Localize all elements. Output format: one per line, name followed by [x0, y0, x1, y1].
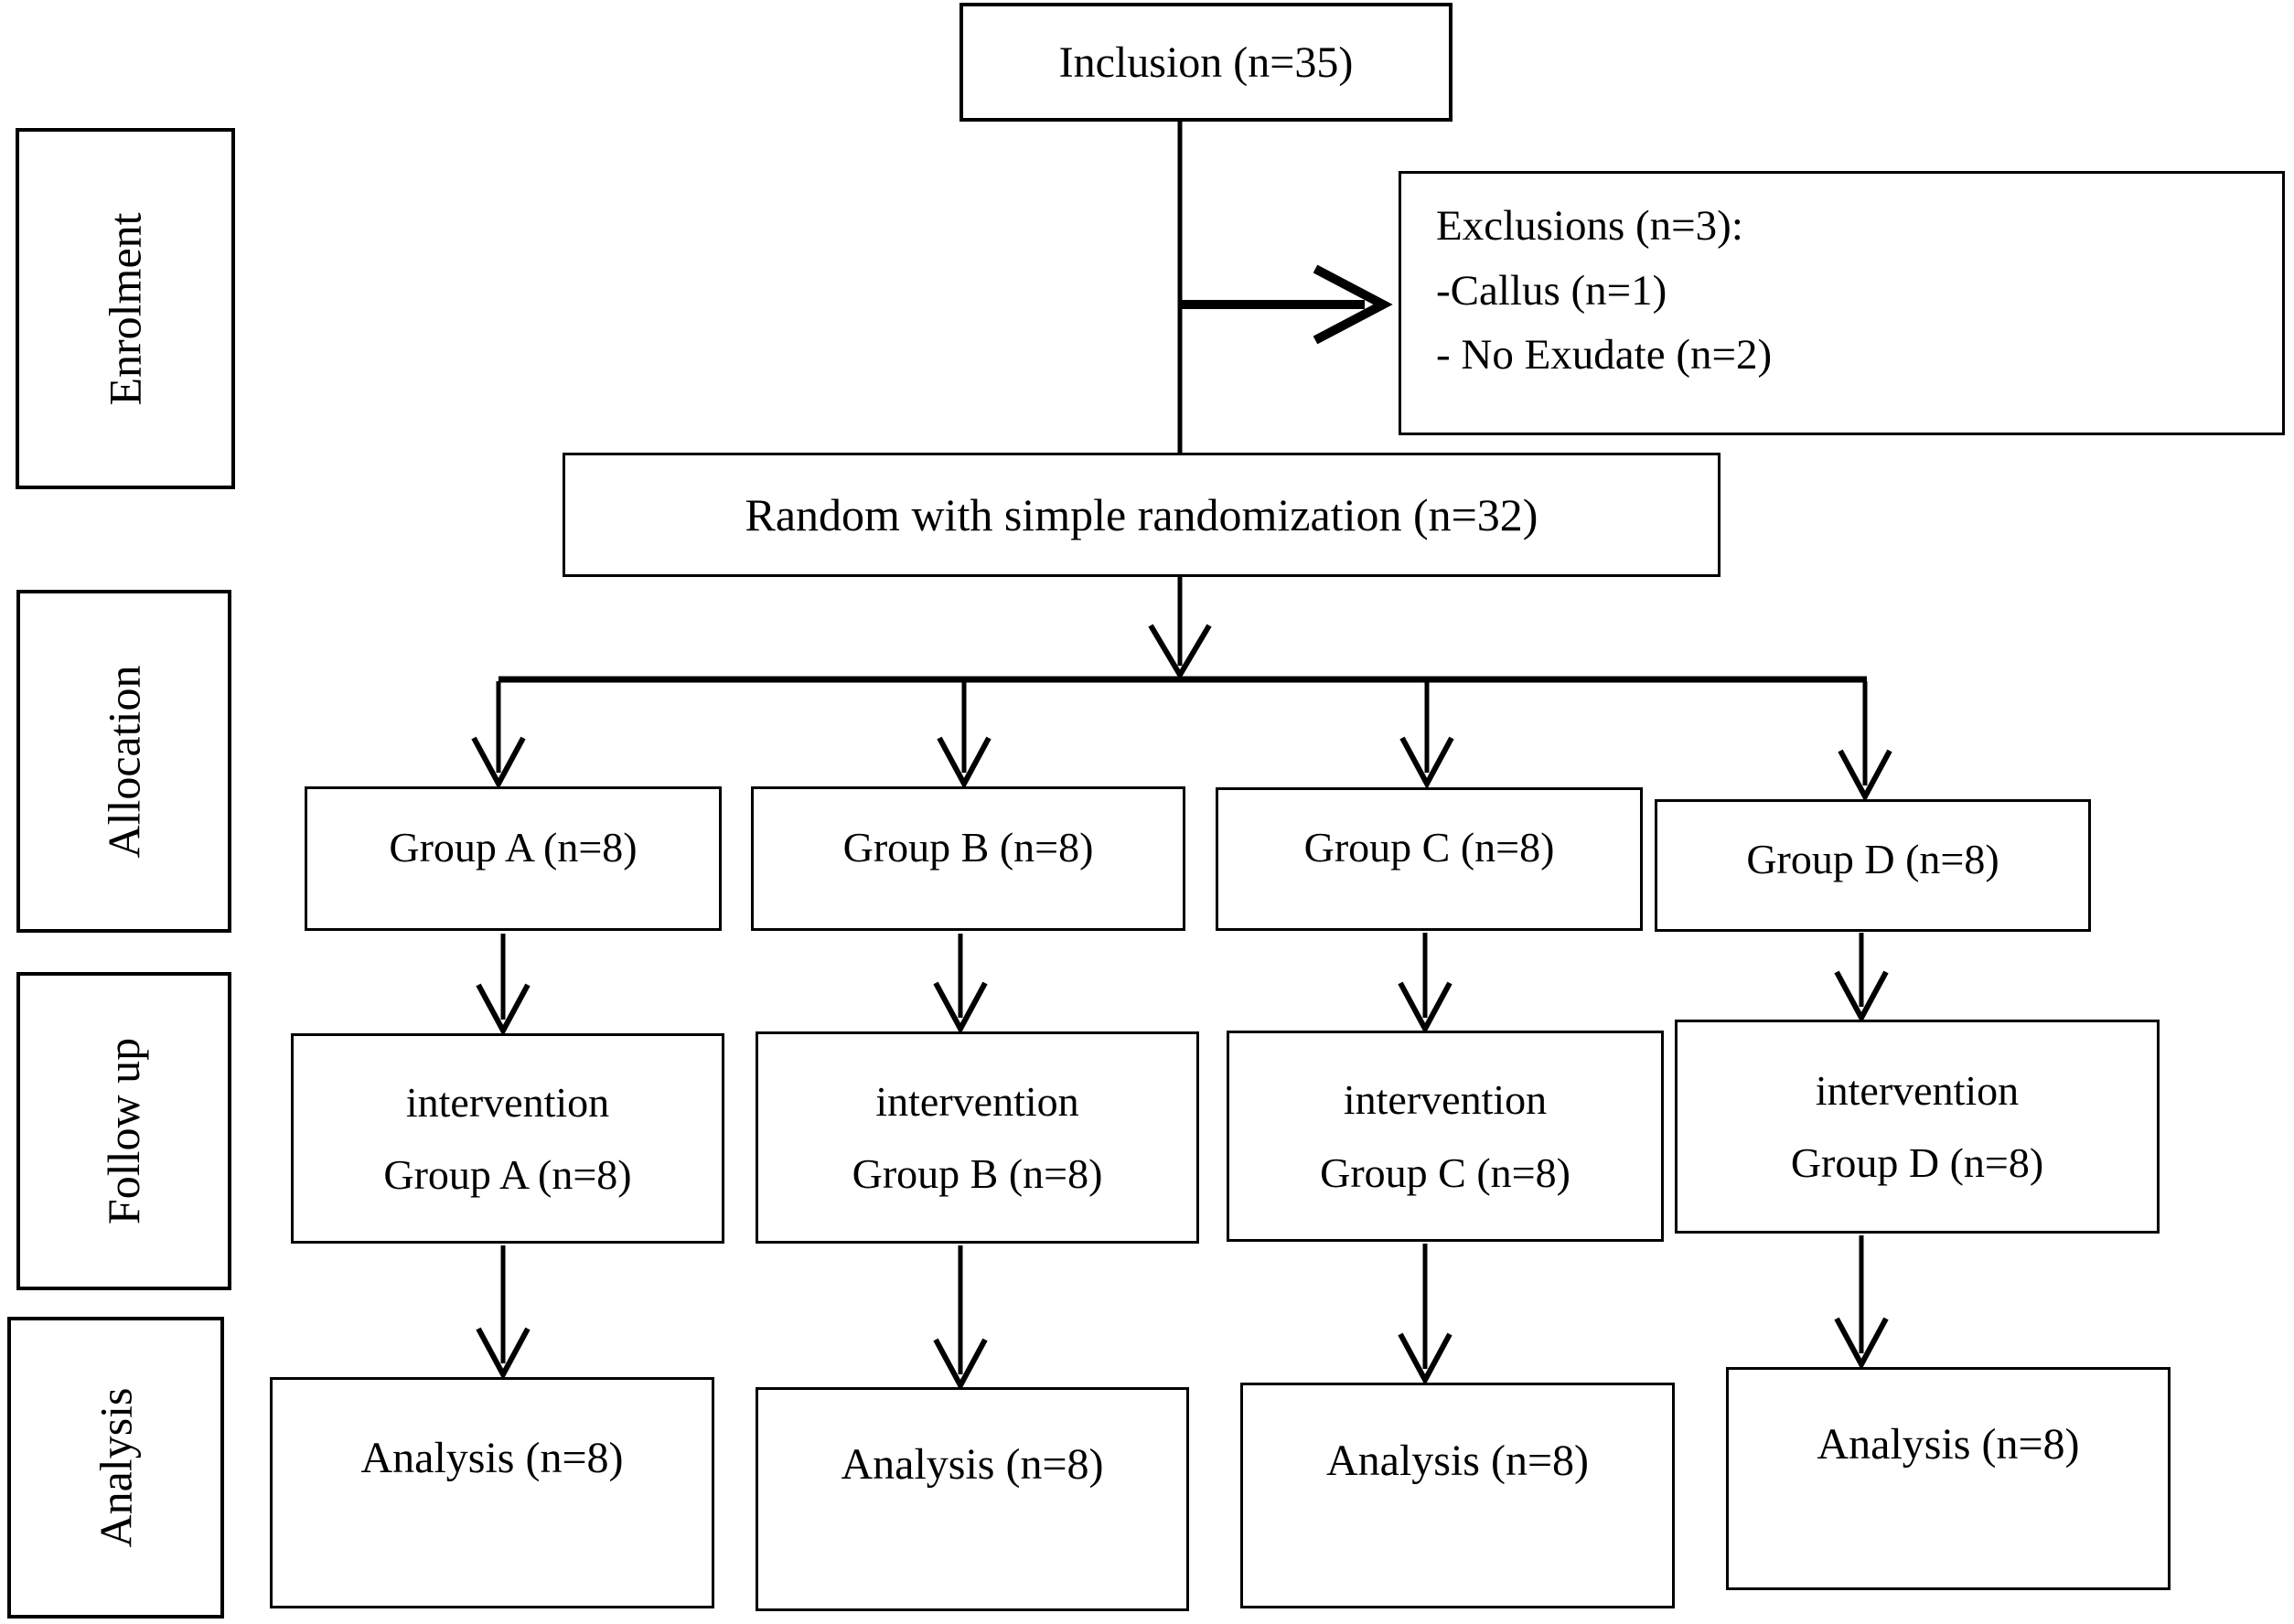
exclusions-title: Exclusions (n=3): — [1436, 202, 1743, 250]
exclusions-text: Exclusions (n=3): -Callus (n=1) - No Exu… — [1436, 194, 1772, 388]
arrow-int-d-to-ana-head — [1834, 1317, 1889, 1371]
analysis-b-label: Analysis (n=8) — [841, 1440, 1104, 1489]
stage-label-analysis-text: Analysis — [90, 1387, 142, 1548]
analysis-b-box: Analysis (n=8) — [756, 1387, 1189, 1611]
stage-label-followup-text: Follow up — [98, 1037, 150, 1225]
intervention-d-line1: intervention — [1815, 1066, 2020, 1114]
group-a-box: Group A (n=8) — [305, 786, 722, 931]
arrow-to-group-d-head — [1838, 749, 1892, 803]
exclusions-item-no-exudate: - No Exudate (n=2) — [1436, 331, 1773, 379]
stage-label-followup: Follow up — [16, 972, 231, 1290]
intervention-c-line2: Group C (n=8) — [1320, 1149, 1570, 1196]
inclusion-label: Inclusion (n=35) — [1058, 37, 1354, 87]
stage-label-enrolment: Enrolment — [16, 128, 235, 489]
analysis-a-label: Analysis (n=8) — [360, 1434, 624, 1482]
group-d-box: Group D (n=8) — [1655, 799, 2091, 932]
randomization-label: Random with simple randomization (n=32) — [745, 489, 1538, 540]
group-c-label: Group C (n=8) — [1303, 824, 1555, 871]
analysis-c-box: Analysis (n=8) — [1240, 1383, 1675, 1608]
intervention-b-line1: intervention — [875, 1077, 1079, 1125]
group-b-label: Group B (n=8) — [842, 823, 1094, 871]
intervention-b-line2: Group B (n=8) — [852, 1150, 1103, 1197]
arrow-group-b-to-int-head — [933, 981, 988, 1035]
arrow-randomization-head — [1148, 624, 1212, 680]
arrow-int-c-to-ana-head — [1398, 1332, 1453, 1386]
stage-label-allocation: Allocation — [16, 590, 231, 933]
intervention-a-box: intervention Group A (n=8) — [291, 1033, 724, 1244]
stage-label-allocation-text: Allocation — [98, 664, 150, 859]
intervention-a-line2: Group A (n=8) — [383, 1151, 632, 1198]
group-a-label: Group A (n=8) — [389, 823, 638, 871]
intervention-c-line1: intervention — [1343, 1076, 1548, 1124]
arrow-int-a-to-ana-head — [476, 1327, 531, 1381]
arrow-to-group-a-head — [471, 736, 526, 790]
arrow-group-c-to-int-head — [1398, 981, 1453, 1035]
analysis-c-label: Analysis (n=8) — [1325, 1437, 1590, 1485]
analysis-d-label: Analysis (n=8) — [1817, 1419, 2080, 1469]
randomization-box: Random with simple randomization (n=32) — [563, 453, 1720, 577]
arrow-exclusions-head — [1313, 264, 1393, 345]
arrow-int-b-to-ana-head — [933, 1338, 988, 1392]
inclusion-box: Inclusion (n=35) — [959, 3, 1453, 122]
analysis-d-box: Analysis (n=8) — [1726, 1367, 2171, 1590]
exclusions-item-callus: -Callus (n=1) — [1436, 266, 1667, 315]
arrow-to-group-b-head — [937, 736, 992, 790]
arrow-group-a-to-int-head — [476, 983, 531, 1037]
group-c-box: Group C (n=8) — [1216, 787, 1643, 931]
group-d-label: Group D (n=8) — [1746, 836, 1999, 882]
stage-label-analysis: Analysis — [7, 1317, 224, 1619]
arrow-group-d-to-int-head — [1834, 970, 1889, 1024]
stage-label-enrolment-text: Enrolment — [100, 211, 151, 406]
intervention-d-line2: Group D (n=8) — [1790, 1139, 2044, 1186]
arrow-to-group-c-head — [1399, 736, 1454, 790]
group-b-box: Group B (n=8) — [751, 786, 1185, 931]
exclusions-box: Exclusions (n=3): -Callus (n=1) - No Exu… — [1399, 171, 2285, 435]
intervention-b-box: intervention Group B (n=8) — [756, 1031, 1199, 1244]
intervention-c-box: intervention Group C (n=8) — [1227, 1031, 1664, 1242]
intervention-a-line1: intervention — [405, 1078, 610, 1126]
analysis-a-box: Analysis (n=8) — [270, 1377, 714, 1608]
intervention-d-box: intervention Group D (n=8) — [1675, 1020, 2160, 1234]
